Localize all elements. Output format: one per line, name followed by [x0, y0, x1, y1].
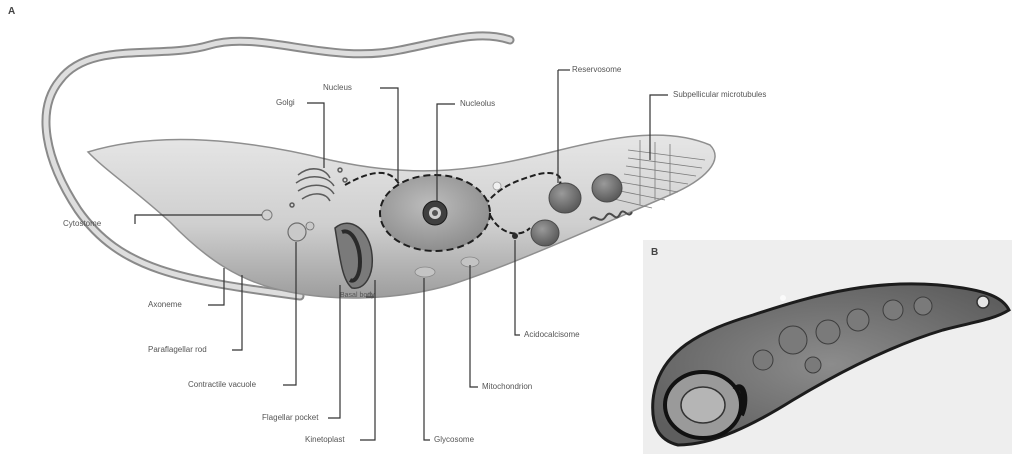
label-nucleolus: Nucleolus: [460, 99, 495, 108]
label-acidocalcisome: Acidocalcisome: [524, 330, 580, 339]
cytostome: [262, 210, 272, 220]
electron-micrograph-panel: [643, 240, 1012, 454]
label-subpellicular-microtubules: Subpellicular microtubules: [673, 90, 766, 99]
label-flagellar-pocket: Flagellar pocket: [262, 413, 318, 422]
label-mitochondrion: Mitochondrion: [482, 382, 532, 391]
panel-b-label: B: [651, 247, 658, 258]
label-golgi: Golgi: [276, 98, 295, 107]
label-contractile-vacuole: Contractile vacuole: [188, 380, 256, 389]
panel-a-label: A: [8, 6, 15, 17]
nucleus: [380, 175, 490, 251]
label-kinetoplast: Kinetoplast: [305, 435, 345, 444]
electron-micrograph: [643, 240, 1012, 454]
label-basal-body: Basal body: [340, 292, 375, 299]
label-nucleus: Nucleus: [323, 83, 352, 92]
label-paraflagellar-rod: Paraflagellar rod: [148, 345, 207, 354]
vesicle: [493, 182, 501, 190]
label-reservosome: Reservosome: [572, 65, 621, 74]
acidocalcisome: [512, 233, 518, 239]
glycosome: [415, 267, 435, 277]
label-glycosome: Glycosome: [434, 435, 474, 444]
label-cytostome: Cytostome: [63, 219, 101, 228]
label-axoneme: Axoneme: [148, 300, 182, 309]
